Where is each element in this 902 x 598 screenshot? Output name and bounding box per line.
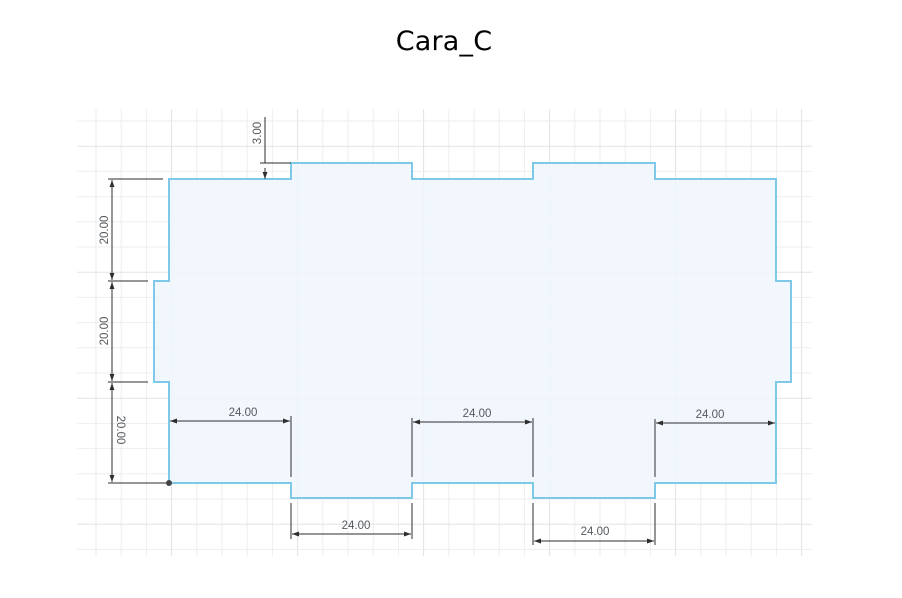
part-profile[interactable] — [153, 162, 792, 499]
dimension-label-left-top: 20.00 — [99, 216, 111, 245]
dimension-bottom-tab-1[interactable] — [290, 503, 413, 539]
dimension-label-bottom-tab-2: 24.00 — [581, 526, 610, 538]
dimension-left-bottom[interactable] — [108, 383, 169, 484]
dimension-label-left-middle: 20.00 — [99, 317, 111, 346]
dimension-tab-height[interactable] — [260, 117, 291, 179]
dimension-top-gap-3[interactable] — [654, 419, 775, 477]
dimension-left-top[interactable] — [108, 178, 163, 282]
dimension-label-left-bottom: 20.00 — [114, 416, 126, 445]
dimension-label-top-gap-2: 24.00 — [463, 408, 492, 420]
origin-point[interactable] — [166, 480, 172, 486]
dimension-label-bottom-tab-1: 24.00 — [342, 520, 371, 532]
dimension-label-tab-height: 3.00 — [252, 122, 264, 144]
dimension-top-gap-1[interactable] — [170, 416, 292, 477]
dimension-label-top-gap-3: 24.00 — [696, 409, 725, 421]
sketch-title: Cara_C — [395, 26, 493, 57]
dimension-bottom-tab-2[interactable] — [532, 503, 656, 545]
dimension-top-gap-2[interactable] — [411, 418, 534, 477]
dimension-label-top-gap-1: 24.00 — [229, 407, 258, 419]
dimension-left-middle[interactable] — [108, 282, 148, 383]
